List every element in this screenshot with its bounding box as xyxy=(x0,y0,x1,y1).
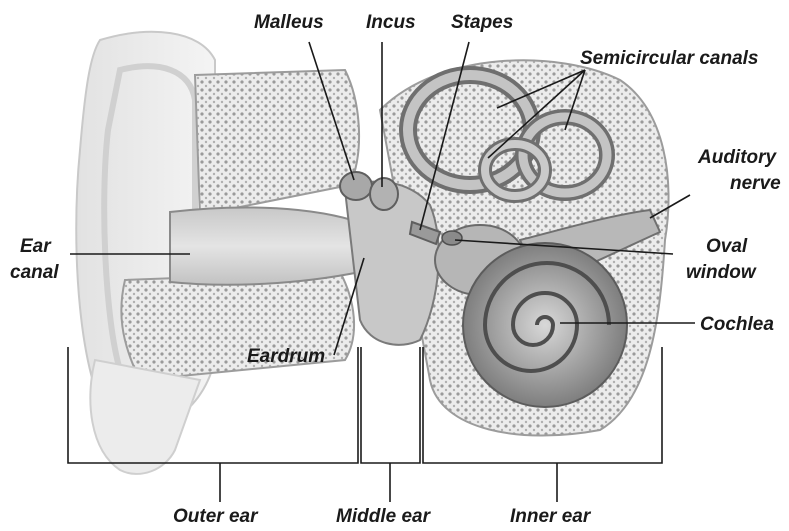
outer-ear-label: Outer ear xyxy=(173,506,259,526)
oval-window-label-line2: window xyxy=(686,262,757,283)
earlobe-shape xyxy=(90,360,200,474)
cochlea-shape xyxy=(463,243,627,407)
middle-ear-bracket xyxy=(361,347,420,463)
auditory-nerve-label-line1: Auditory xyxy=(697,147,778,168)
oval-window-shape xyxy=(442,231,462,245)
temporal-bone-upper xyxy=(195,70,359,215)
ear-canal-label-line1: Ear xyxy=(20,236,52,257)
incus-bone xyxy=(370,178,398,210)
semicircular-canals-label: Semicircular canals xyxy=(580,48,759,69)
ear-canal-label-line2: canal xyxy=(10,262,59,283)
middle-ear-label: Middle ear xyxy=(336,506,432,526)
auditory-nerve-label-line2: nerve xyxy=(730,173,781,194)
malleus-label: Malleus xyxy=(254,12,324,33)
stapes-label: Stapes xyxy=(451,12,513,33)
inner-ear-label: Inner ear xyxy=(510,506,592,526)
cochlea-label: Cochlea xyxy=(700,314,774,335)
incus-label: Incus xyxy=(366,12,416,33)
malleus-bone xyxy=(340,172,372,200)
oval-window-label-line1: Oval xyxy=(706,236,748,257)
ear-canal-shape xyxy=(170,207,360,284)
eardrum-label: Eardrum xyxy=(247,346,325,367)
